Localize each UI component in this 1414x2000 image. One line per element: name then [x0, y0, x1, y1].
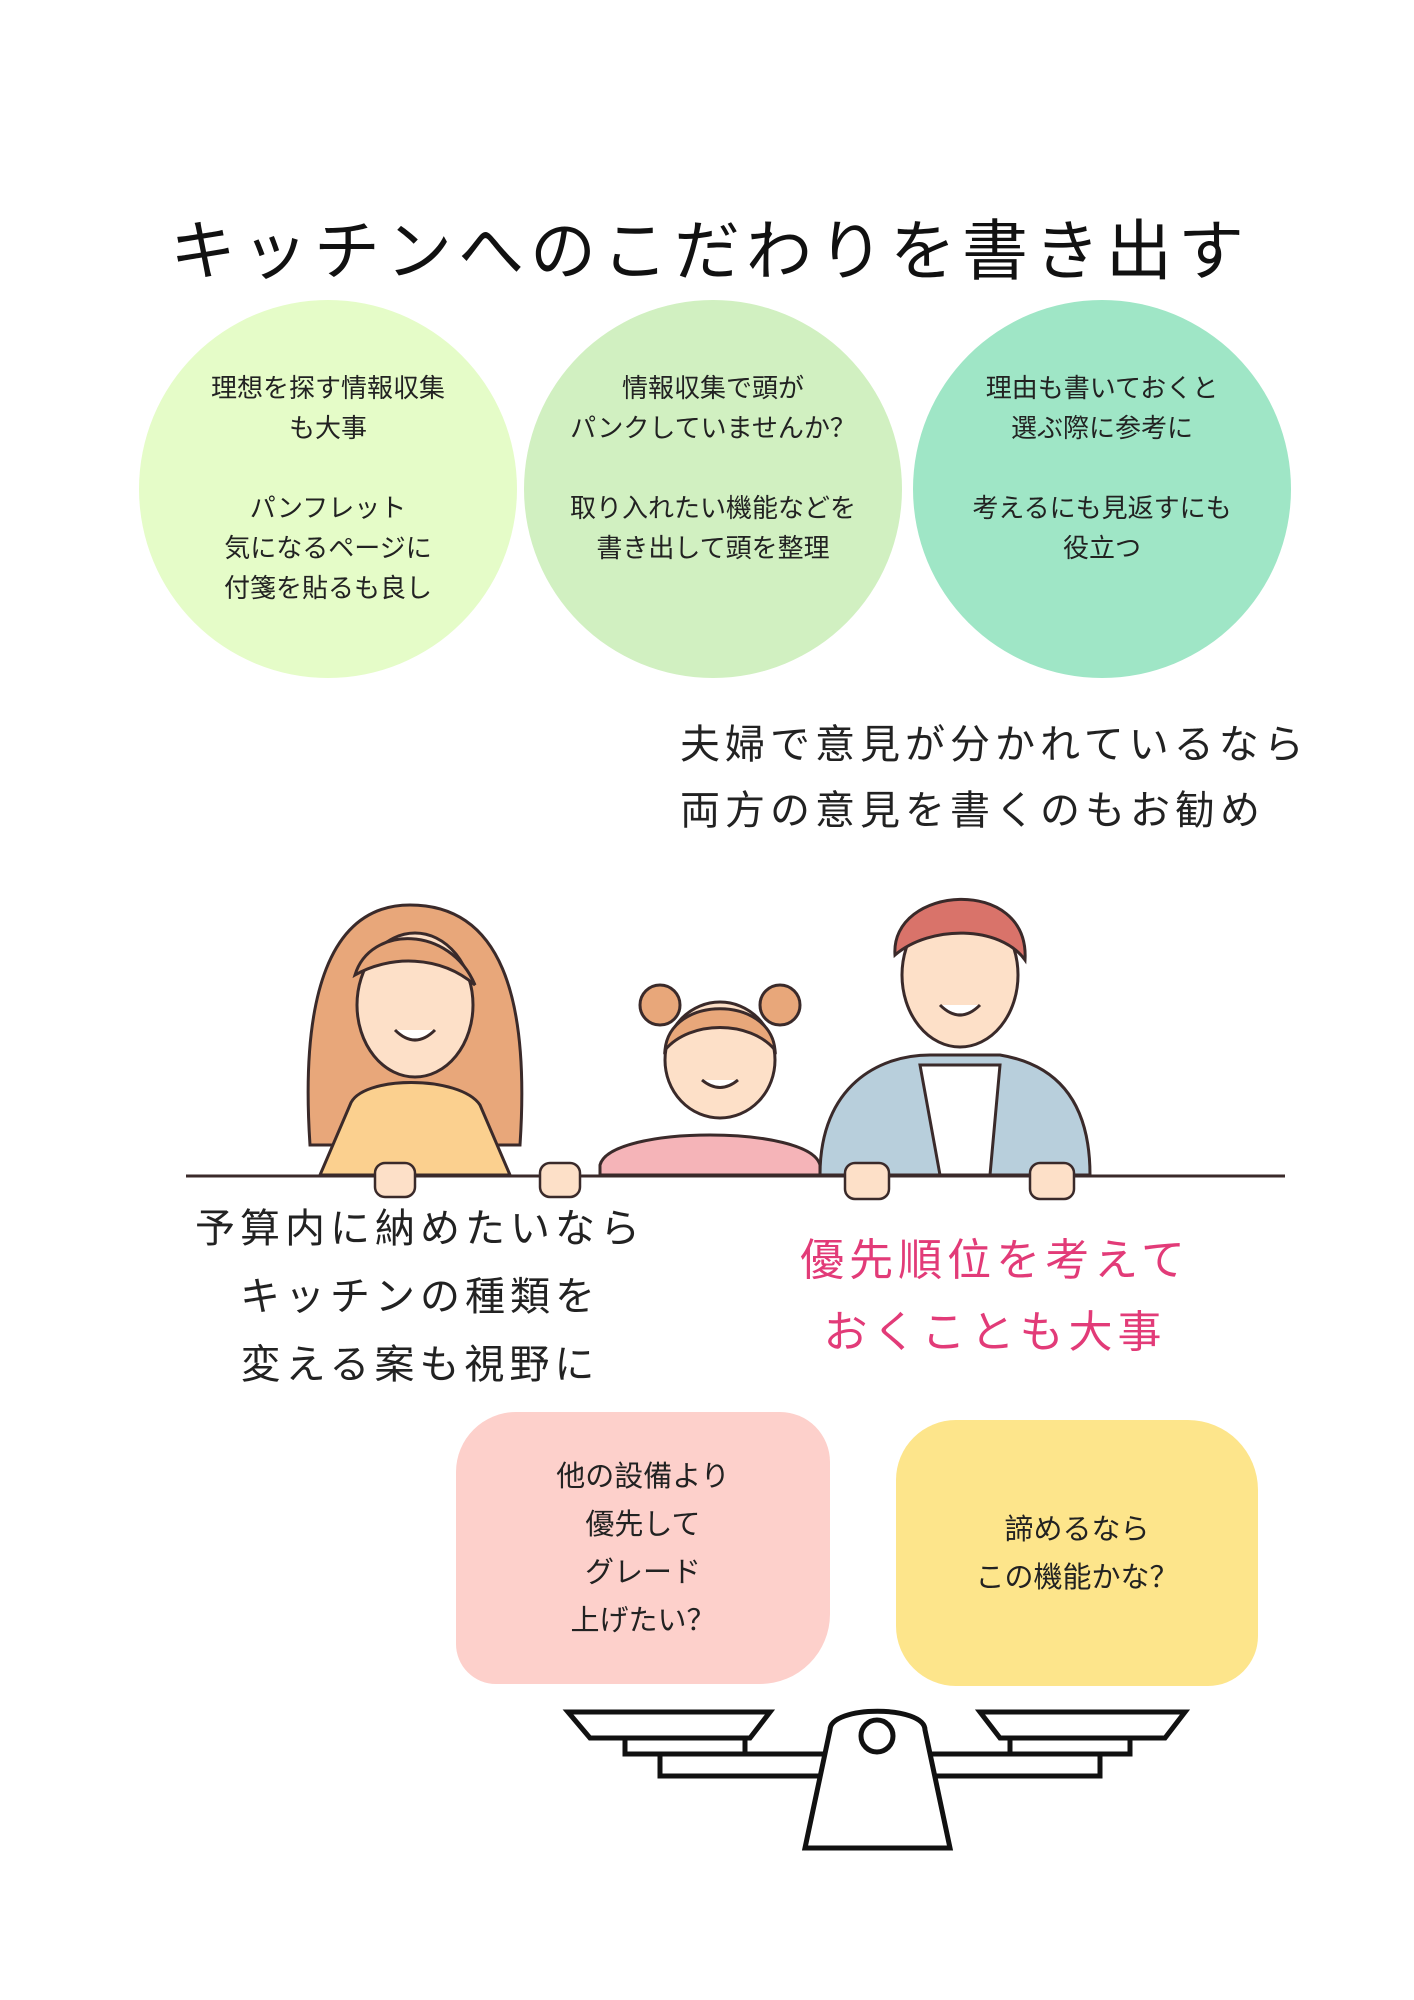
tip-text: 取り入れたい機能などを	[569, 494, 856, 524]
note-line: 優先順位を考えて	[800, 1235, 1190, 1286]
tip-circle-reasons: 理由も書いておくと 選ぶ際に参考に 考えるにも見返すにも 役立つ	[913, 300, 1291, 678]
box-text: 優先して	[585, 1507, 701, 1541]
tip-text: 考えるにも見返すにも	[972, 494, 1232, 524]
tip-text: 書き出して頭を整理	[596, 534, 830, 564]
box-text: グレード	[584, 1555, 701, 1589]
box-text: 諦めるなら	[1004, 1512, 1150, 1546]
note-line: 予算内に納めたいなら	[195, 1206, 645, 1252]
tip-text: 理想を探す情報収集	[210, 374, 445, 404]
note-line: 夫婦で意見が分かれているなら	[680, 722, 1309, 768]
tip-circle-organize: 情報収集で頭が パンクしていませんか？ 取り入れたい機能などを 書き出して頭を整…	[524, 300, 902, 678]
balance-scale-icon	[562, 1708, 1191, 1851]
tip-text: 理由も書いておくと	[985, 374, 1219, 404]
note-line: おくことも大事	[823, 1307, 1167, 1358]
tip-circle-info-gathering: 理想を探す情報収集 も大事 パンフレット 気になるページに 付箋を貼るも良し	[139, 300, 517, 678]
note-line: 変える案も視野に	[240, 1342, 600, 1388]
couple-note: 夫婦で意見が分かれているなら 両方の意見を書くのもお勧め	[680, 712, 1309, 844]
tip-text: パンクしていませんか？	[570, 414, 856, 444]
box-text: この機能かな？	[975, 1560, 1179, 1594]
page-title: キッチンへのこだわりを書き出す	[170, 213, 1250, 290]
tip-text: 役立つ	[1062, 534, 1141, 564]
upgrade-box: 他の設備より 優先して グレード 上げたい？	[456, 1412, 830, 1684]
tip-text: 付箋を貼るも良し	[223, 574, 432, 604]
give-up-box: 諦めるなら この機能かな？	[896, 1420, 1258, 1686]
family-illustration	[186, 897, 1285, 1201]
tip-text: パンフレット	[249, 494, 407, 524]
tip-text: 情報収集で頭が	[621, 374, 804, 404]
tip-text: も大事	[288, 414, 367, 444]
box-text: 他の設備より	[556, 1459, 730, 1493]
tip-text: 選ぶ際に参考に	[1010, 414, 1193, 444]
priority-note: 優先順位を考えて おくことも大事	[760, 1225, 1230, 1369]
box-text: 上げたい？	[570, 1603, 716, 1637]
tip-text: 気になるページに	[224, 534, 432, 564]
note-line: キッチンの種類を	[240, 1274, 600, 1320]
note-line: 両方の意見を書くのもお勧め	[680, 788, 1265, 834]
budget-note: 予算内に納めたいなら キッチンの種類を 変える案も視野に	[190, 1195, 650, 1399]
